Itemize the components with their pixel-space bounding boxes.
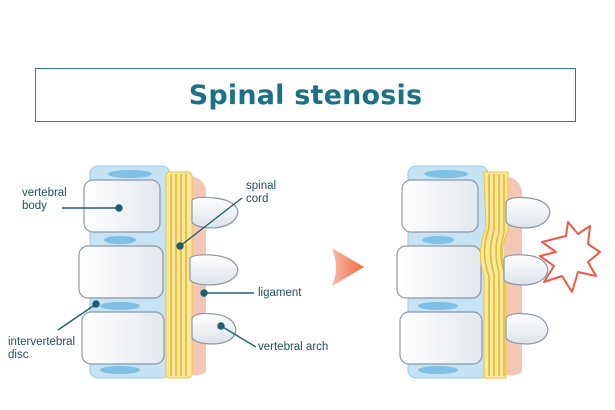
spinal-cord [165, 171, 193, 379]
intervertebral-disc [422, 236, 454, 244]
vertebral-body [401, 179, 479, 233]
intervertebral-disc [108, 170, 152, 178]
vertebral-body [399, 311, 483, 365]
intervertebral-disc [418, 366, 458, 374]
normal-spine [78, 165, 239, 379]
label-spinal-cord: spinal cord [246, 180, 277, 205]
intervertebral-disc [100, 302, 140, 310]
intervertebral-disc [418, 302, 458, 310]
intervertebral-disc [424, 170, 468, 178]
label-ligament: ligament [258, 287, 302, 299]
intervertebral-disc [104, 236, 136, 244]
leader-lines [57, 197, 257, 348]
vertebral-arch [191, 196, 239, 229]
vertebral-arch [191, 312, 237, 345]
label-vertebral-arch: vertebral arch [258, 341, 329, 353]
intervertebral-disc [100, 366, 140, 374]
vertebral-arch [505, 196, 551, 229]
vertebral-arch [503, 254, 549, 286]
label-vertebral-body: vertebral body [22, 187, 67, 212]
vertebral-body [81, 311, 165, 365]
transition-arrow [332, 248, 364, 286]
title-box: Spinal stenosis [35, 68, 576, 122]
vertebral-arch [505, 312, 549, 345]
vertebral-arch [189, 254, 239, 286]
label-intervertebral-disc: intervertebral disc [8, 336, 76, 361]
diagram-title: Spinal stenosis [188, 79, 423, 111]
vertebral-body [396, 245, 482, 299]
vertebral-body [78, 245, 164, 299]
pain-burst-icon [539, 221, 601, 293]
stenosis-spine [396, 165, 601, 379]
